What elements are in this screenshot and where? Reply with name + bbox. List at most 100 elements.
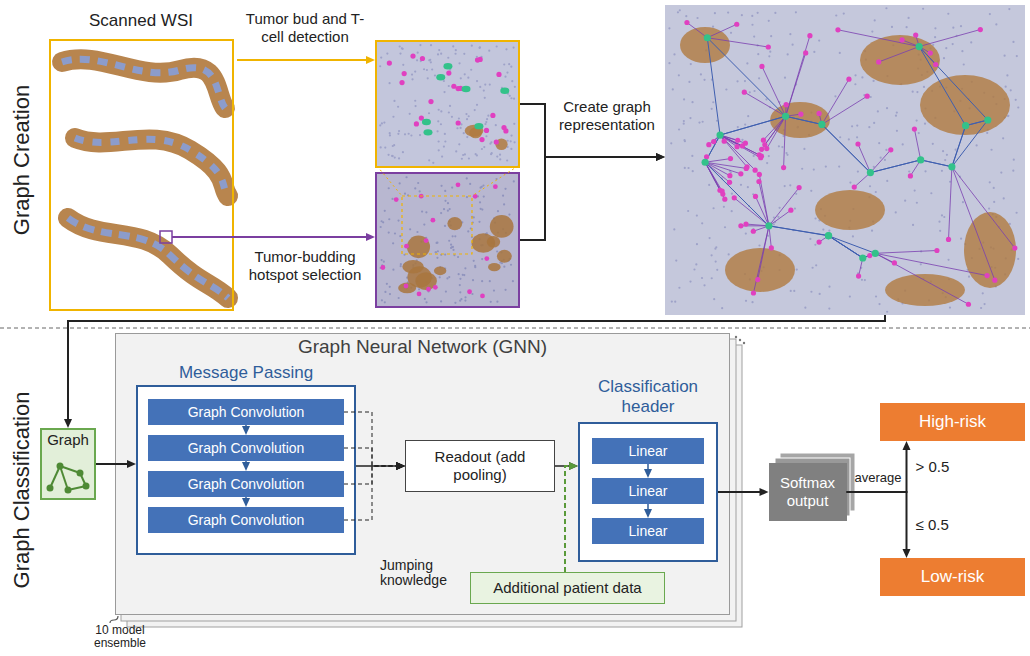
tissue-texture (389, 286, 391, 288)
tissue-texture (460, 123, 462, 125)
tissue-texture (843, 12, 845, 14)
tissue-texture (393, 100, 395, 102)
heading-holder: Classification header (578, 377, 718, 418)
tumor-bud-dot (962, 122, 969, 129)
node-heading: Tumor bud and T-cell detection (242, 10, 368, 46)
arrow-head (396, 462, 405, 470)
tissue-texture (467, 230, 469, 232)
tissue-texture (753, 35, 755, 37)
tissue-texture (411, 73, 413, 75)
tissue-texture (828, 307, 830, 309)
tissue-texture (381, 122, 383, 124)
tissue-texture (487, 115, 489, 117)
tissue-texture (387, 154, 389, 156)
tissue-strip (75, 138, 228, 196)
connector (344, 412, 405, 470)
tissue-texture (781, 146, 783, 148)
tissue-texture (468, 115, 470, 117)
edge-label: ≤ 0.5 (914, 516, 951, 534)
tissue-texture (454, 302, 456, 304)
tissue-texture (930, 192, 932, 194)
tissue-texture (712, 26, 714, 28)
connector (644, 464, 652, 478)
tissue-strip (75, 138, 228, 196)
layer-box: Graph Convolution (148, 399, 344, 425)
tissue-texture (510, 148, 512, 150)
tissue-texture (905, 26, 907, 28)
tissue-texture (696, 17, 698, 19)
tissue-texture (464, 267, 466, 269)
t-cell-dot (756, 179, 761, 184)
tissue-texture (1002, 137, 1004, 139)
tissue-texture (402, 48, 404, 50)
tissue-texture (679, 9, 681, 11)
tissue-texture (391, 198, 393, 200)
tumor-tissue (497, 250, 512, 263)
tissue-texture (952, 27, 954, 29)
connector (344, 462, 405, 484)
tissue-texture (419, 134, 421, 136)
tissue-texture (789, 33, 791, 35)
tissue-texture (835, 14, 837, 16)
tissue-texture (427, 77, 429, 79)
tissue-texture (425, 211, 427, 213)
tissue-texture (505, 48, 507, 50)
t-cell-dot (798, 112, 803, 117)
arrow-head (644, 509, 652, 518)
arrow-head (396, 462, 405, 470)
t-cell-dot (501, 125, 506, 130)
node-label: Graph Convolution (188, 512, 305, 529)
tissue-texture (949, 306, 951, 308)
graph-edge (919, 30, 980, 47)
tissue-texture (440, 53, 442, 55)
graph-edge (870, 160, 920, 173)
node-label: High-risk (919, 412, 986, 432)
tissue-texture (916, 91, 918, 93)
t-cell-dot (788, 208, 793, 213)
t-cell-dot (727, 173, 732, 178)
tissue-texture (468, 157, 470, 159)
connector (237, 233, 375, 241)
tissue-texture (476, 104, 478, 106)
tissue-texture (870, 96, 872, 98)
tissue-texture (1012, 41, 1014, 43)
tissue-texture (388, 231, 390, 233)
tissue-texture (476, 56, 478, 58)
tissue-texture (672, 88, 674, 90)
tumor-tissue (488, 263, 501, 271)
t-cell-dot (913, 32, 918, 37)
t-cell-dot (888, 147, 893, 152)
graph-edge (828, 236, 862, 258)
tissue-texture (496, 155, 498, 157)
tissue-texture (990, 149, 992, 151)
tissue-texture (504, 188, 506, 190)
tissue-texture (389, 293, 391, 295)
tumor-bud-dot (825, 232, 832, 239)
tissue-texture (419, 190, 421, 192)
tissue-texture (692, 170, 694, 172)
tissue-texture (1008, 8, 1010, 10)
tissue-texture (1013, 159, 1015, 161)
icon-dot (83, 483, 90, 490)
tissue-texture (678, 287, 680, 289)
graph-edge (952, 167, 1015, 248)
t-cell-dot (751, 229, 756, 234)
tissue-texture (700, 73, 702, 75)
tissue-texture (684, 167, 686, 169)
t-cell-dot (711, 139, 716, 144)
tissue-texture (675, 259, 677, 261)
tissue-texture (419, 44, 421, 46)
tissue-texture (943, 216, 945, 218)
t-cell-dot (456, 182, 461, 187)
t-cell-dot (424, 238, 429, 243)
tissue-texture (436, 257, 438, 259)
connector (718, 488, 769, 496)
graph-edge (769, 226, 829, 236)
tissue-texture (499, 154, 501, 156)
tissue-texture (452, 246, 454, 248)
tissue-texture (423, 68, 425, 70)
tissue-texture (691, 101, 693, 103)
tissue-texture (796, 269, 798, 271)
tissue-texture (810, 291, 812, 293)
